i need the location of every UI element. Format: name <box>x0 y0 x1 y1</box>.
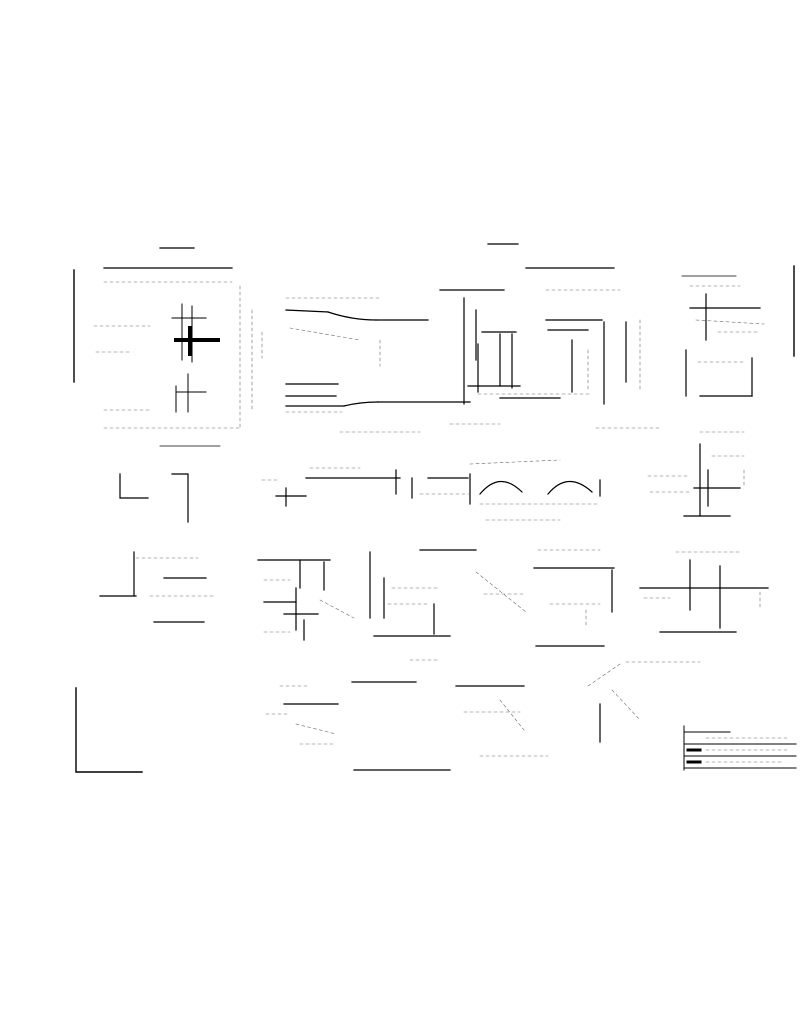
header-rule-left <box>103 247 233 269</box>
detail-right-fitting <box>647 443 745 517</box>
detail-bottom-center <box>351 681 549 771</box>
detail-flow-strip <box>261 459 601 521</box>
detail-bottom-right <box>587 661 701 743</box>
detail-center-plan <box>369 549 615 661</box>
detail-cross-assembly <box>93 281 241 431</box>
detail-tee-assembly <box>257 559 355 641</box>
detail-main-elevation <box>251 289 661 433</box>
left-border-bottom-corner <box>75 687 143 773</box>
detail-angle-left <box>119 473 189 523</box>
detail-bottom-left <box>265 685 339 745</box>
header-rule-center <box>487 243 615 269</box>
detail-horizontal-beam-right <box>639 551 769 633</box>
title-block <box>683 725 797 771</box>
detail-bracket-left <box>99 551 215 623</box>
detail-right-section <box>685 285 765 433</box>
